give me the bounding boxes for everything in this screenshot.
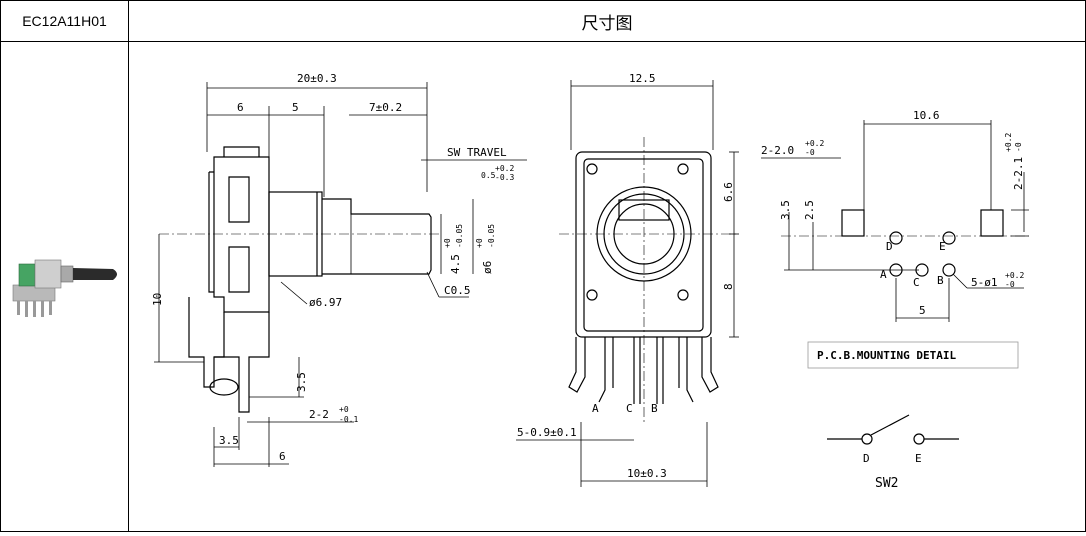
part-code: EC12A11H01 [1, 1, 129, 42]
sw-travel-value: 0.5 [481, 171, 496, 180]
switch-pin-d: D [863, 452, 870, 465]
dim-6-6: 6.6 [722, 182, 735, 202]
dim-pin-holes: 5-ø1 [971, 276, 998, 289]
dim-pcb-3-5: 3.5 [779, 200, 792, 220]
dim-flat: 4.5 [449, 254, 462, 274]
dimension-drawing: 20±0.3 6 5 7±0.2 SW TRAVEL 0.5 +0.2 -0.3… [129, 42, 1085, 531]
dim-shaft-length: 7±0.2 [369, 101, 402, 114]
dim-8: 8 [722, 283, 735, 290]
product-photo [1, 42, 129, 531]
dim-pin-pitch: 5 [919, 304, 926, 317]
dim-pin-holes-tol-dn: -0 [1005, 280, 1015, 289]
pcb-pin-b: B [937, 274, 944, 287]
dim-6-top: 6 [237, 101, 244, 114]
dim-mount-pin-tol-up: +0 [339, 405, 349, 414]
sw-travel-label: SW TRAVEL [447, 146, 507, 159]
pcb-view: 10.6 2-2.0 +0.2 -0 2-2.1 +0.2 -0 3.5 2.5 [761, 109, 1029, 369]
page-title: 尺寸图 [129, 1, 1085, 42]
switch-pin-e: E [915, 452, 922, 465]
dim-flat-tol-up: +0 [443, 238, 452, 248]
pcb-caption: P.C.B.MOUNTING DETAIL [817, 349, 956, 362]
dim-bushing-diameter: ø6.97 [309, 296, 342, 309]
dim-hole-tol-dn: -0 [805, 148, 815, 157]
front-pin-b: B [651, 402, 658, 415]
dim-pad-label: 2-2.1 [1012, 157, 1025, 190]
dim-hole-tol-up: +0.2 [805, 139, 824, 148]
encoder-photo-illustration [12, 259, 117, 317]
dim-bottom-width: 10±0.3 [627, 467, 667, 480]
dim-3-5-bottom: 3.5 [219, 434, 239, 447]
dim-pad-tol-dn: -0 [1014, 142, 1023, 152]
pcb-pin-e: E [939, 240, 946, 253]
front-pin-c: C [626, 402, 633, 415]
dim-front-width: 12.5 [629, 72, 656, 85]
dim-flat-tol-dn: -0.05 [455, 224, 464, 248]
side-view: 20±0.3 6 5 7±0.2 SW TRAVEL 0.5 +0.2 -0.3… [151, 72, 527, 467]
dim-shaft-diameter: ø6 [481, 261, 494, 274]
dim-height-10: 10 [151, 293, 164, 306]
dim-pcb-spacing: 10.6 [913, 109, 940, 122]
dim-shaft-tol-up: +0 [475, 238, 484, 248]
front-view: A C B 12.5 6.6 8 5-0.9±0.1 [516, 72, 739, 487]
switch-label: SW2 [875, 476, 898, 491]
dim-pad-tol-up: +0.2 [1004, 133, 1013, 152]
dim-6-bottom: 6 [279, 450, 286, 463]
dim-mount-pin: 2-2 [309, 408, 329, 421]
dim-pin-holes-tol-up: +0.2 [1005, 271, 1024, 280]
sw-travel-tol-up: +0.2 [495, 164, 514, 173]
pcb-pin-d: D [886, 240, 893, 253]
dim-shaft-tol-dn: -0.05 [487, 224, 496, 248]
sw-travel-tol-dn: -0.3 [495, 173, 514, 182]
dim-overall-length: 20±0.3 [297, 72, 337, 85]
dim-chamfer: C0.5 [444, 284, 471, 297]
pcb-pin-c: C [913, 276, 920, 289]
dim-mount-pin-tol-dn: -0.1 [339, 415, 358, 424]
dim-hole-label: 2-2.0 [761, 144, 794, 157]
dim-5-top: 5 [292, 101, 299, 114]
dim-pin-width: 5-0.9±0.1 [517, 426, 577, 439]
technical-drawing: 20±0.3 6 5 7±0.2 SW TRAVEL 0.5 +0.2 -0.3… [151, 72, 1029, 491]
dim-pin-height: 3.5 [295, 372, 308, 392]
switch-symbol: D E SW2 [827, 414, 959, 491]
dim-pcb-2-5: 2.5 [803, 200, 816, 220]
front-pin-a: A [592, 402, 599, 415]
pcb-pin-a: A [880, 268, 887, 281]
